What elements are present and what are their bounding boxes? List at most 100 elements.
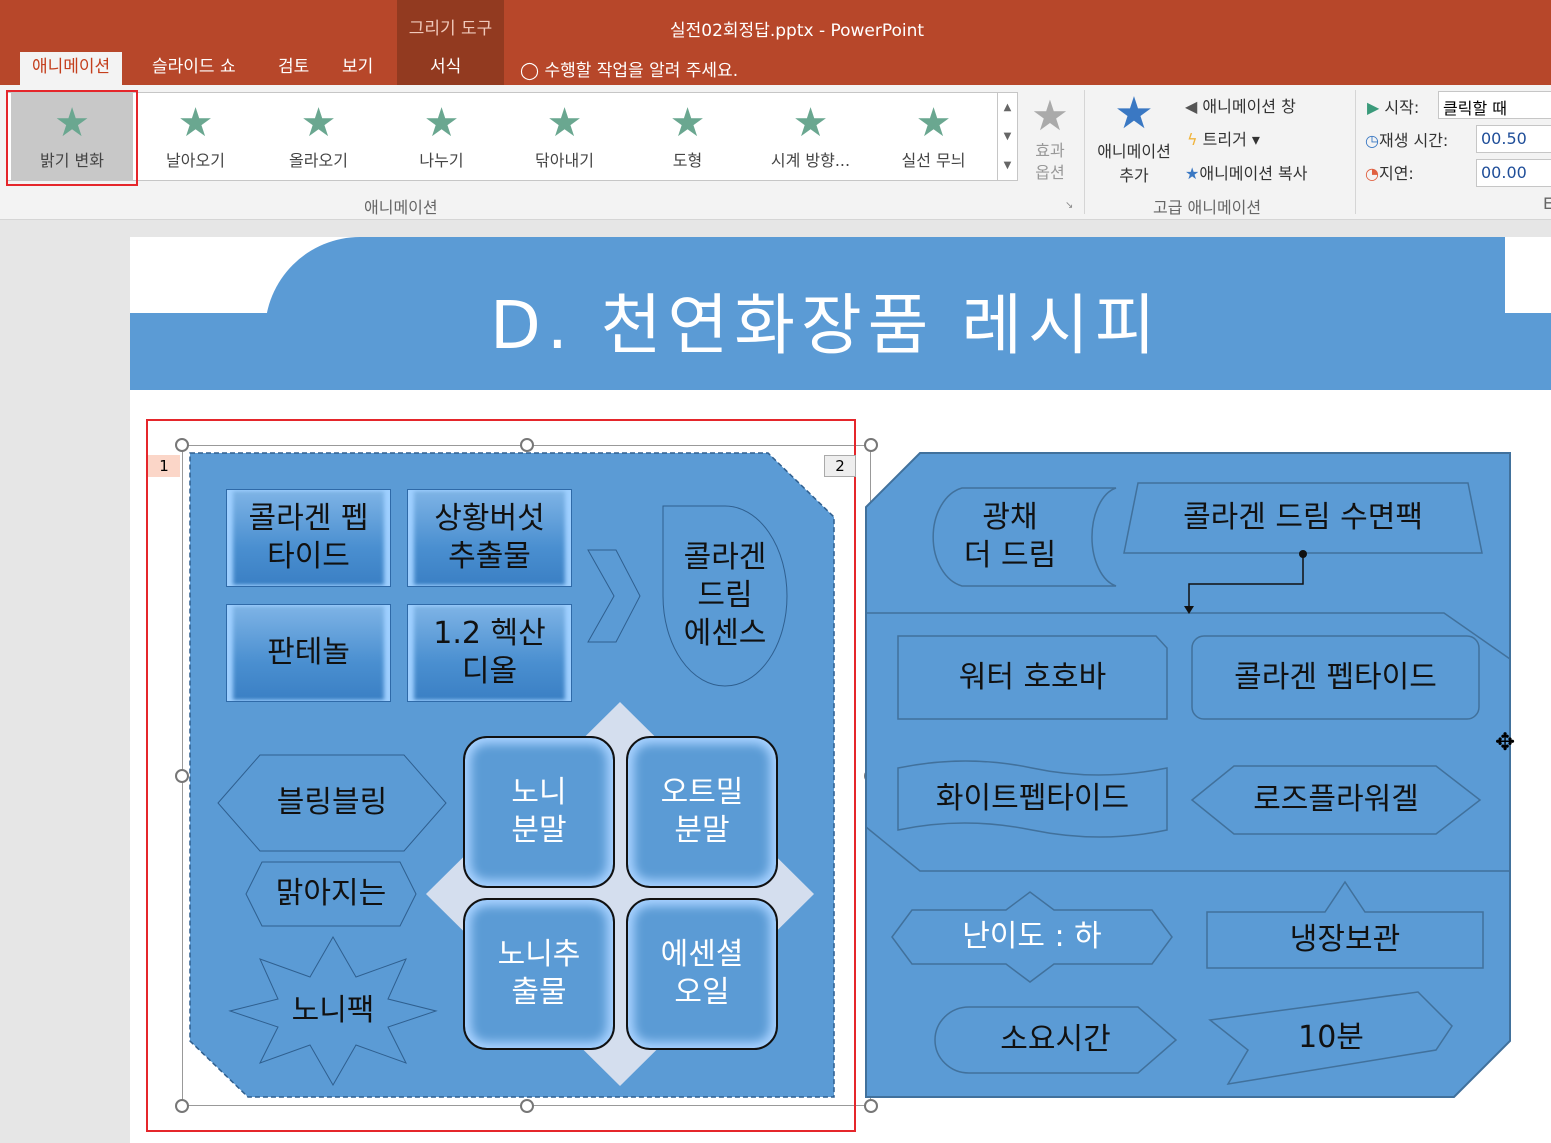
gallery-item-wheel[interactable]: ★시계 방향...	[749, 93, 872, 180]
animation-tag-2[interactable]: 2	[824, 455, 856, 477]
slide-title[interactable]: D. 천연화장품 레시피	[490, 287, 1162, 364]
tab-animation[interactable]: 애니메이션	[20, 52, 123, 85]
animation-tag-1[interactable]: 1	[148, 455, 180, 477]
label: 추가	[1119, 166, 1149, 185]
resize-handle[interactable]	[864, 438, 878, 452]
label: 옵션	[1035, 163, 1065, 182]
label: 트리거	[1202, 130, 1247, 149]
star-icon: ★	[1031, 91, 1069, 140]
item-label: 올라오기	[289, 151, 348, 170]
resize-handle[interactable]	[520, 1099, 534, 1113]
bevel-shape[interactable]: 1.2 헥산 디올	[407, 604, 572, 702]
star-icon: ★	[915, 100, 952, 146]
item-label: 도형	[672, 151, 703, 170]
label: 애니메이션 창	[1202, 97, 1296, 116]
round-rect-shape[interactable]: 콜라겐 펩타이드	[1190, 634, 1481, 721]
resize-handle[interactable]	[864, 1099, 878, 1113]
start-label: ▶ 시작:	[1367, 94, 1419, 118]
animation-painter-button[interactable]: ★애니메이션 복사	[1185, 160, 1307, 184]
star-icon: ★	[423, 100, 460, 146]
rounded-square[interactable]: 에센셜 오일	[626, 898, 778, 1050]
scroll-shape[interactable]: 광채 더 드림	[922, 486, 1118, 588]
dialog-launcher-icon[interactable]: ↘	[1065, 200, 1074, 211]
animation-pane-icon: ◀	[1185, 97, 1198, 116]
animation-pane-button[interactable]: ◀ 애니메이션 창	[1185, 93, 1296, 117]
shape-text: 광채 더 드림	[963, 500, 1057, 573]
gallery-item-float-in[interactable]: ★ 올라오기	[257, 93, 380, 180]
rounded-square[interactable]: 노니추 출물	[463, 898, 615, 1050]
rounded-square[interactable]: 오트밀 분말	[626, 736, 778, 888]
star-icon: ★	[300, 100, 337, 146]
double-wave-hexagon-shape[interactable]: 로즈플라워겔	[1190, 760, 1482, 840]
trigger-button[interactable]: ϟ 트리거 ▾	[1187, 130, 1260, 149]
rounded-square[interactable]: 노니 분말	[463, 736, 615, 888]
bevel-shape[interactable]: 판테놀	[226, 604, 391, 702]
drawing-tools-context: 그리기 도구	[397, 0, 504, 85]
connector-arrow	[1184, 550, 1307, 614]
gallery-item-shape[interactable]: ★ 도형	[626, 93, 749, 180]
tab-review[interactable]: 검토	[278, 57, 310, 77]
group-label-advanced: 고급 애니메이션	[1153, 198, 1262, 217]
context-label: 그리기 도구	[408, 19, 493, 39]
resize-handle[interactable]	[175, 438, 189, 452]
resize-handle[interactable]	[520, 438, 534, 452]
tell-me-text: 수행할 작업을 알려 주세요.	[544, 61, 739, 81]
snip-rect-shape[interactable]: 워터 호호바	[896, 634, 1169, 721]
start-select[interactable]: 클릭할 때	[1438, 91, 1551, 119]
resize-handle[interactable]	[175, 1099, 189, 1113]
group-label-timing: E	[1543, 194, 1551, 213]
label: 재생 시간:	[1378, 131, 1449, 150]
gallery-item-wipe[interactable]: ★닦아내기	[503, 93, 626, 180]
shape-text: 콜라겐 드림 수면팩	[1183, 500, 1423, 535]
octagon-shape[interactable]: 맑아지는	[244, 860, 418, 928]
resize-handle[interactable]	[175, 769, 189, 783]
star-shape[interactable]: 노니팩	[228, 935, 438, 1087]
chevron-arrow-shape[interactable]	[586, 548, 644, 646]
gallery-item-fade[interactable]: ★밝기 변화	[11, 93, 133, 180]
tell-me-box[interactable]: ◯ 수행할 작업을 알려 주세요.	[520, 56, 738, 81]
title-banner	[130, 313, 1551, 390]
shape-text: 노니팩	[291, 993, 375, 1028]
gallery-item-random-bars[interactable]: ★ 실선 무늬	[872, 93, 995, 180]
highlight-box	[6, 90, 138, 186]
tab-slideshow[interactable]: 슬라이드 쇼	[152, 57, 236, 77]
gallery-item-split[interactable]: ★ 나누기	[380, 93, 503, 180]
hexagon-shape[interactable]: 블링블링	[216, 753, 448, 853]
bevel-shape[interactable]: 상황버섯 추출물	[407, 489, 572, 587]
star-icon: ★	[669, 100, 706, 146]
clock-icon: ◷	[1365, 131, 1379, 150]
wave-shape[interactable]: 화이트펩타이드	[896, 760, 1169, 838]
star-icon: ★	[546, 100, 583, 146]
drum-shape[interactable]: 콜라겐 드림 에센스	[661, 504, 789, 688]
arrow-hexagon-shape[interactable]: 난이도 : 하	[890, 890, 1174, 984]
gallery-item-fly-in[interactable]: ★날아오기	[134, 93, 257, 180]
shape-text: 블링블링	[276, 785, 388, 820]
tab-format[interactable]: 서식	[430, 57, 462, 77]
chevron-banner-shape[interactable]: 10분	[1208, 990, 1454, 1086]
painter-icon: ★	[1185, 164, 1200, 183]
item-label: 실선 무늬	[901, 151, 966, 170]
shape-text: 소요시간	[1000, 1022, 1111, 1057]
label: 지연:	[1378, 164, 1414, 183]
duration-label: ◷재생 시간:	[1365, 127, 1448, 151]
shape-text: 로즈플라워겔	[1253, 782, 1419, 817]
star-icon: ★	[792, 100, 829, 146]
shape-text: 맑아지는	[275, 876, 387, 911]
delay-input[interactable]: 00.00	[1476, 159, 1551, 187]
delay-clock-icon: ◔	[1365, 164, 1379, 183]
label: 애니메이션	[1097, 142, 1171, 161]
pentagon-arrow-shape[interactable]: 소요시간	[933, 1005, 1178, 1075]
gallery-scrollbar[interactable]: ▲▼▼	[997, 93, 1017, 180]
label: 시작:	[1384, 98, 1420, 117]
item-label: 나누기	[419, 151, 464, 170]
bevel-shape[interactable]: 콜라겐 펩 타이드	[226, 489, 391, 587]
divider	[1084, 90, 1085, 214]
duration-input[interactable]: 00.50	[1476, 125, 1551, 153]
trapezoid-shape[interactable]: 콜라겐 드림 수면팩	[1122, 481, 1484, 555]
tab-view[interactable]: 보기	[342, 57, 374, 77]
up-arrow-callout-shape[interactable]: 냉장보관	[1205, 880, 1485, 970]
shape-text: 냉장보관	[1289, 922, 1401, 957]
animation-gallery: ★밝기 변화 ★날아오기 ★ 올라오기 ★ 나누기 ★닦아내기 ★ 도형 ★시계 방향…	[6, 92, 1018, 181]
